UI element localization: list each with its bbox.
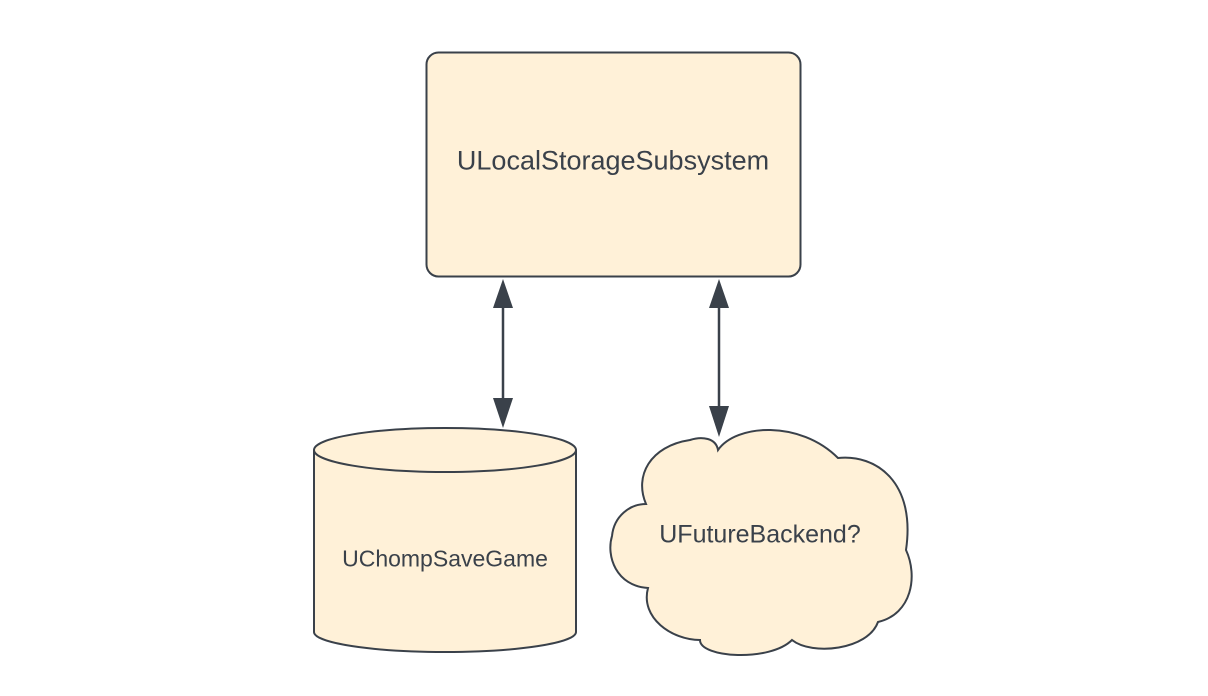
arrow-head-up-icon xyxy=(493,279,513,308)
cylinder-body xyxy=(313,450,577,653)
backend-label: UFutureBackend? xyxy=(659,520,861,549)
subsystem-box[interactable] xyxy=(425,51,802,278)
edge-subsystem-savegame xyxy=(493,279,513,428)
arrow-head-down-icon xyxy=(493,398,513,428)
edge-subsystem-backend xyxy=(709,279,729,437)
arrow-head-down-icon xyxy=(709,406,729,437)
backend-cloud[interactable] xyxy=(609,429,913,657)
subsystem-label: ULocalStorageSubsystem xyxy=(456,145,770,176)
arrow-head-up-icon xyxy=(709,279,729,308)
cylinder-top xyxy=(313,427,577,473)
savegame-cylinder[interactable] xyxy=(313,427,577,653)
savegame-label: UChompSaveGame xyxy=(342,545,548,572)
